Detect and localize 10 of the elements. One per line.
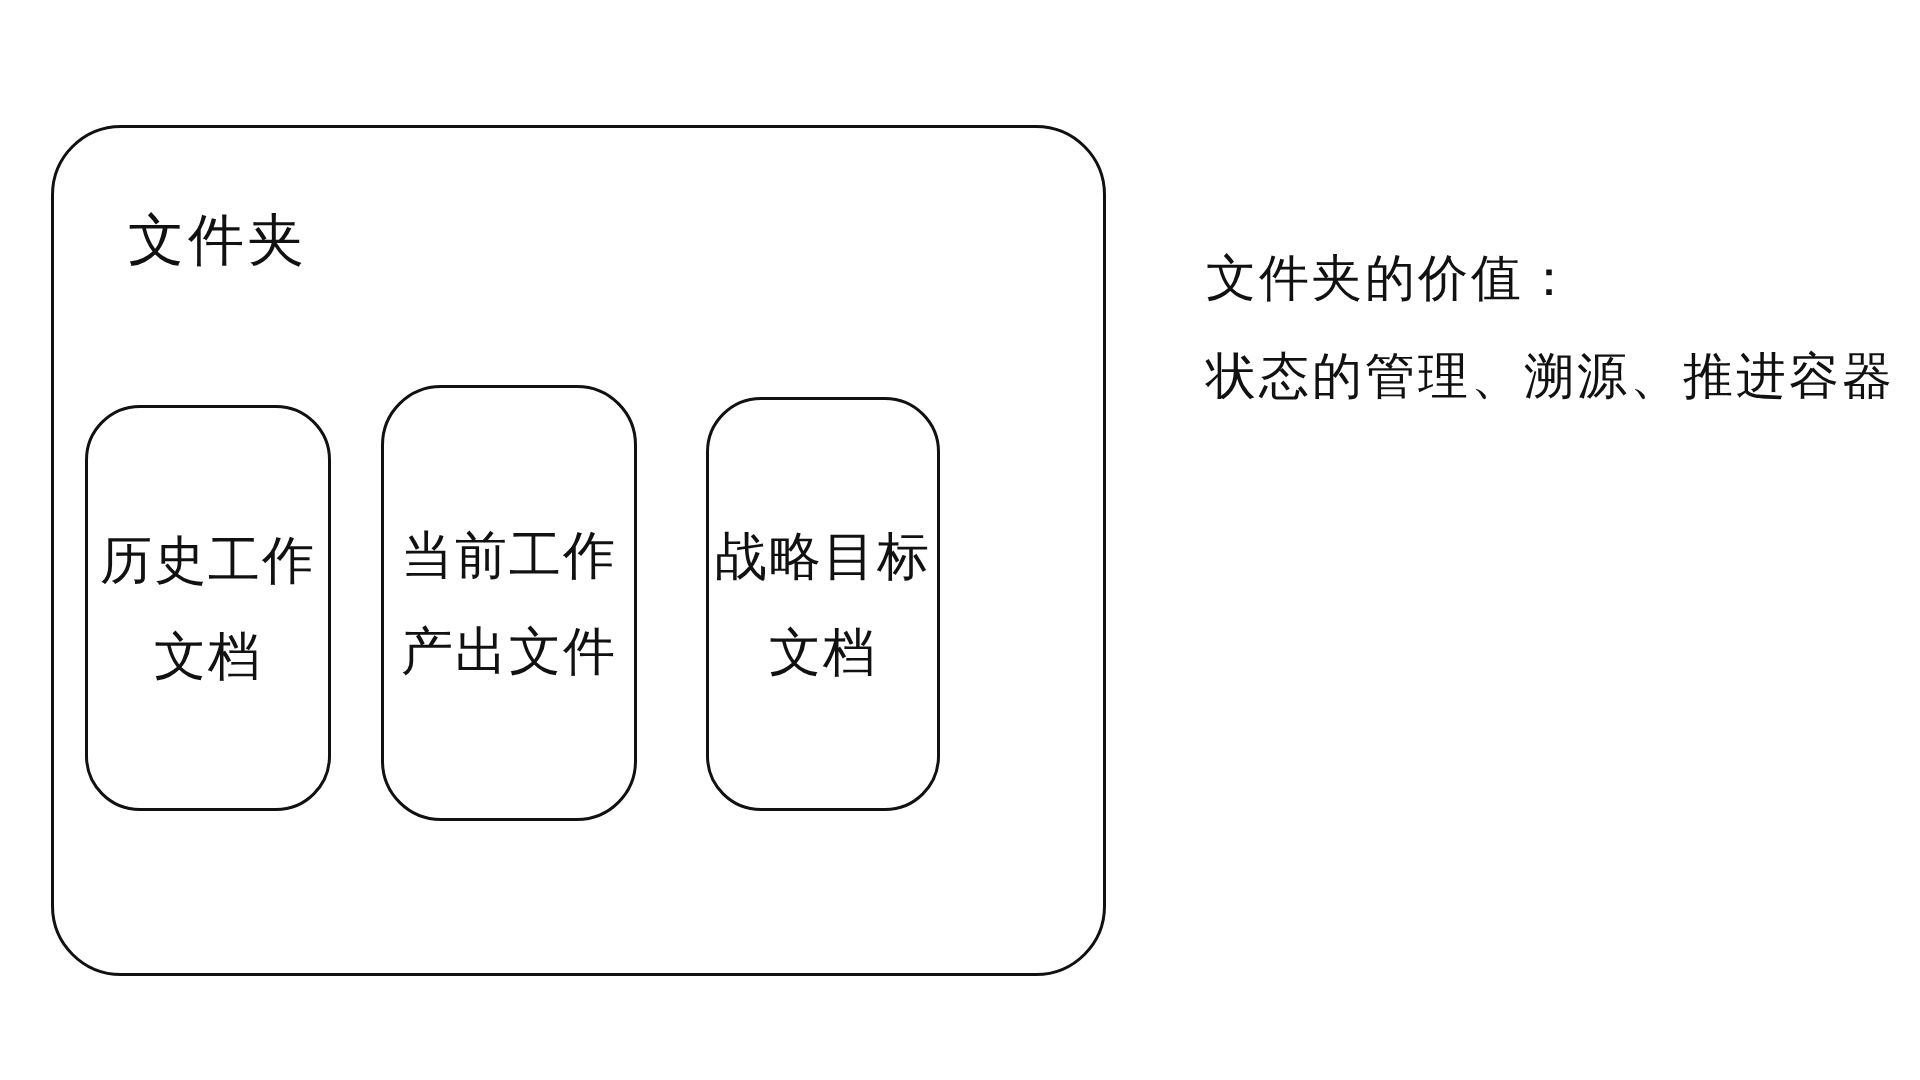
note-heading: 文件夹的价值： <box>1206 248 1577 309</box>
document-title: 当前工作产出文件 <box>400 524 618 683</box>
document-box <box>85 405 331 811</box>
document-title: 战略目标文档 <box>714 525 932 684</box>
document-box <box>706 397 940 811</box>
folder-box <box>51 125 1106 976</box>
document-box <box>381 385 637 821</box>
document-title: 历史工作文档 <box>99 529 317 688</box>
note-text: 状态的管理、溯源、推进容器 <box>1206 346 1895 407</box>
folder-title: 文件夹 <box>128 206 308 274</box>
